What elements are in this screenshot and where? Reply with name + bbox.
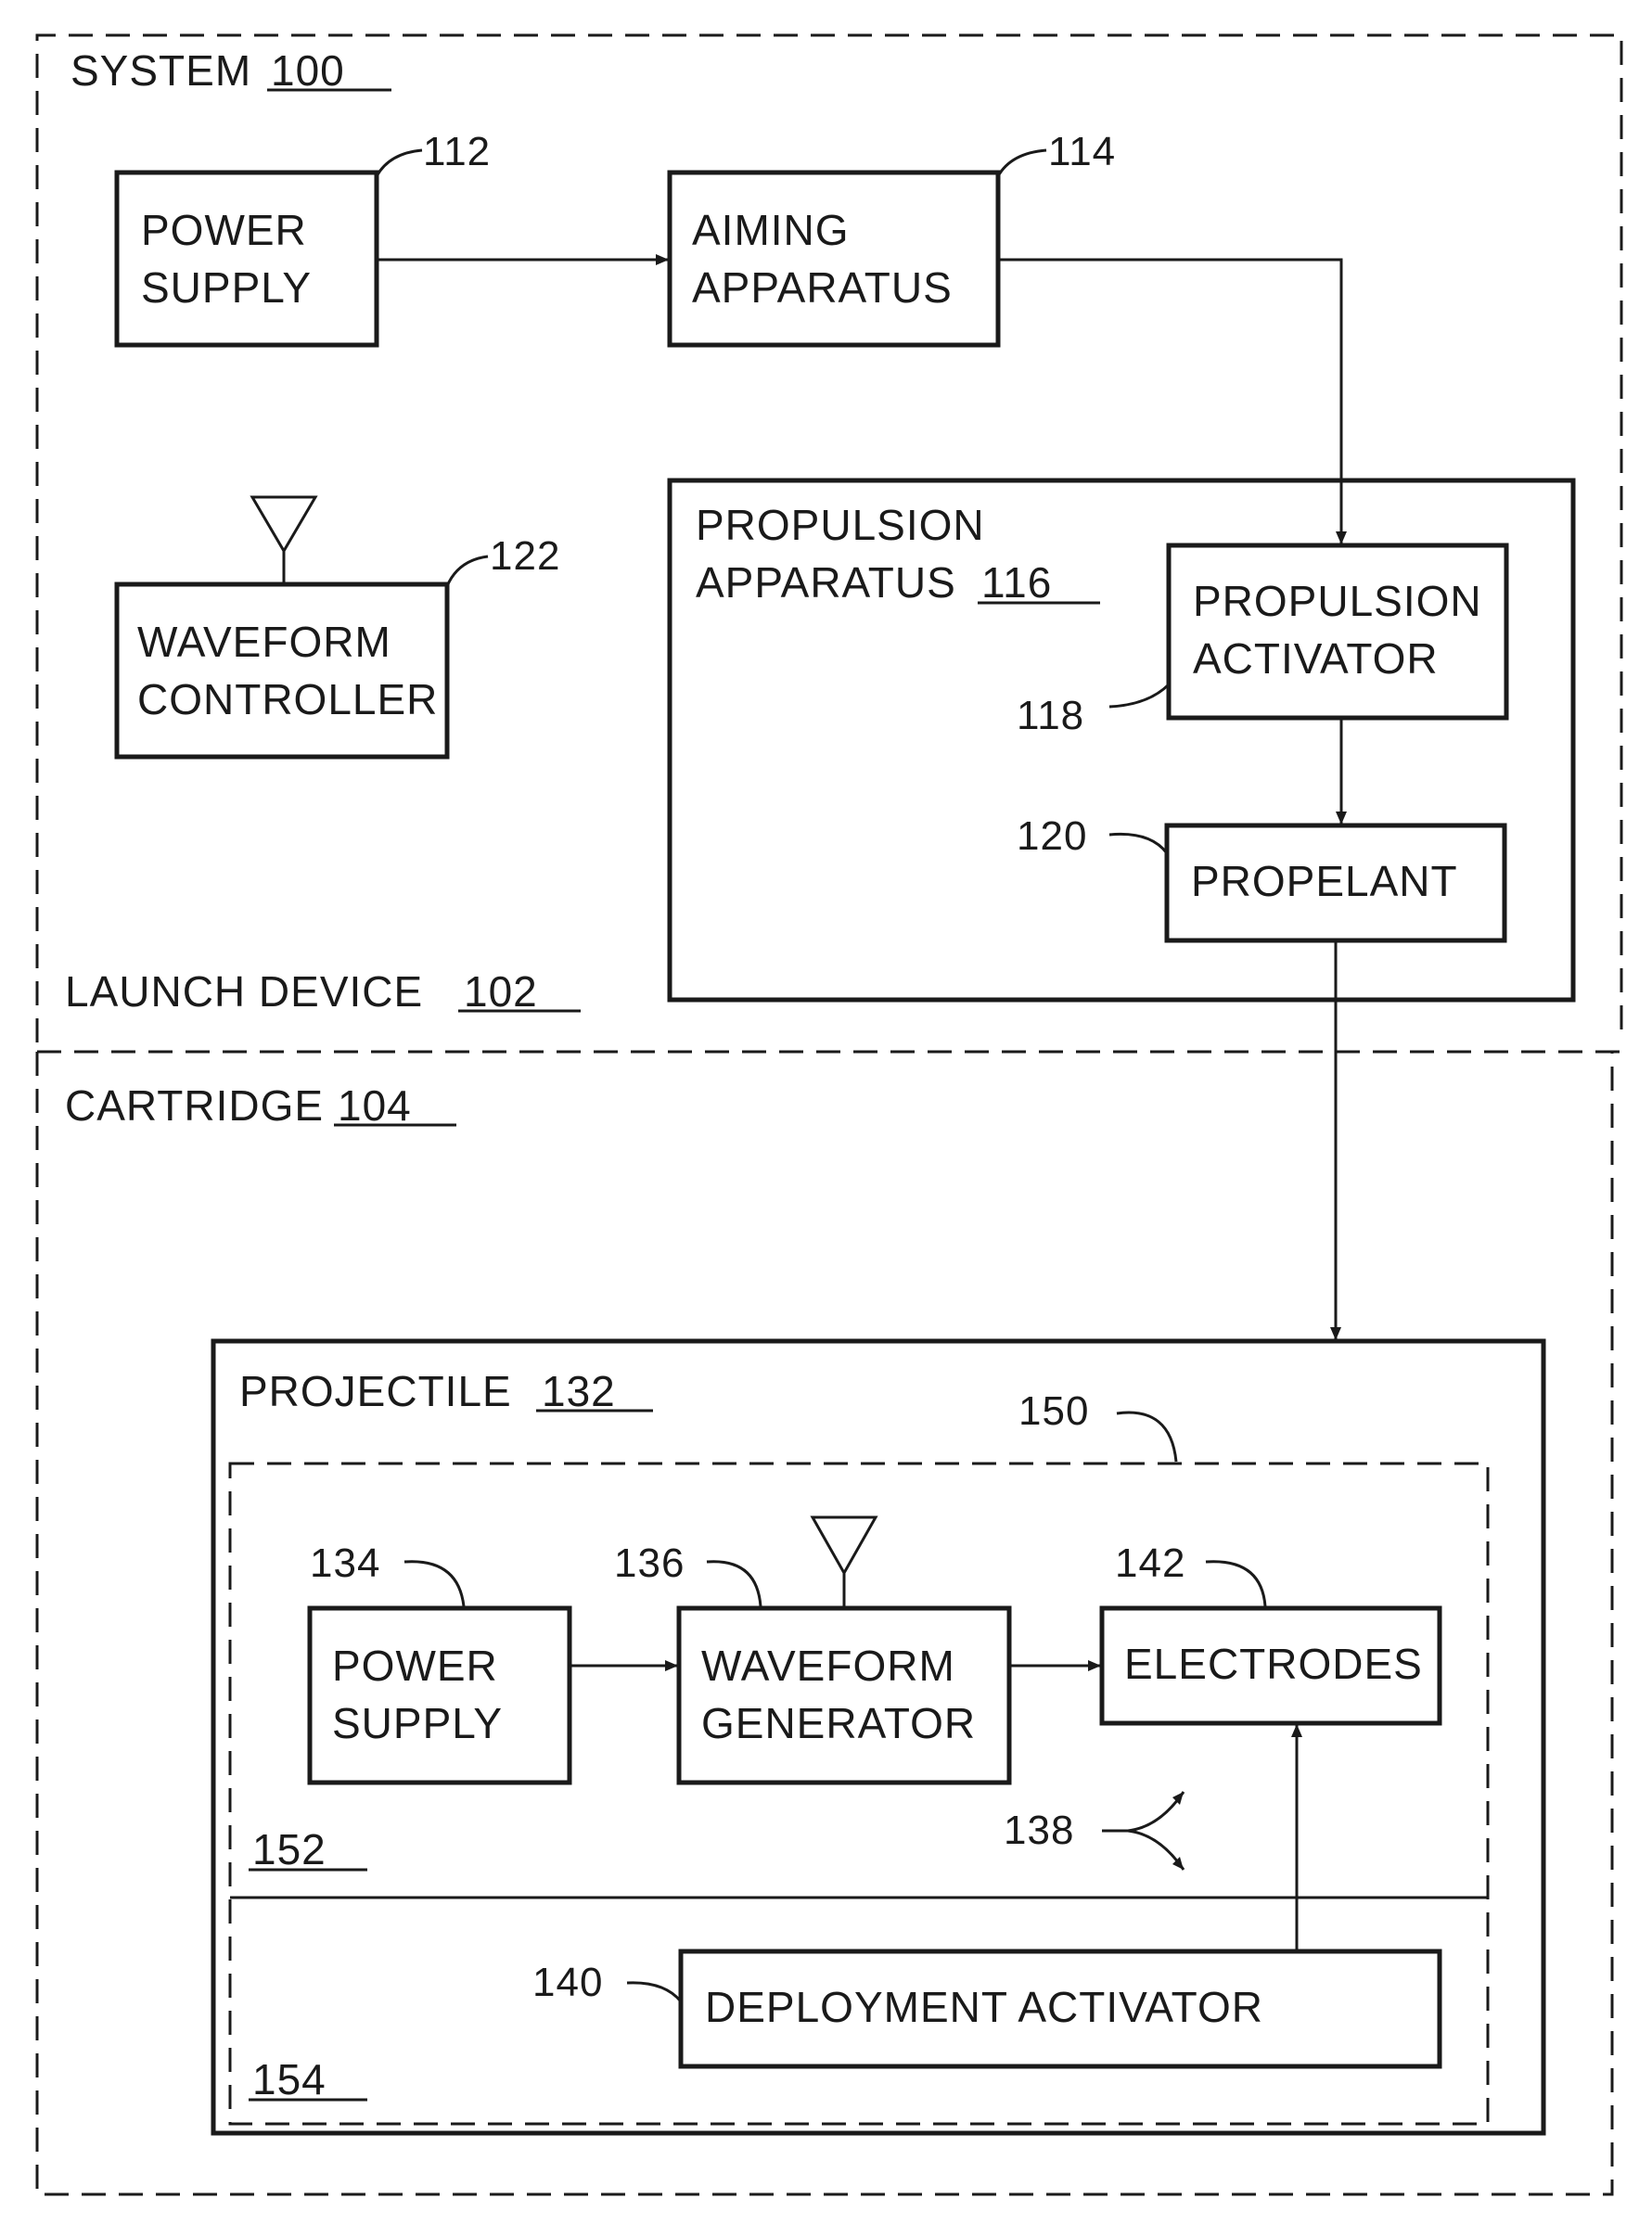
arrow-aiming-to-activator [998,260,1341,543]
power-supply-projectile-ref: 134 [310,1540,380,1586]
power-supply-launch-line2: SUPPLY [141,263,312,312]
power-supply-projectile-line1: POWER [332,1642,498,1690]
waveform-controller-line2: CONTROLLER [137,675,438,723]
leader-136 [707,1562,761,1606]
projectile-ref: 132 [542,1367,616,1415]
waveform-generator-line2: GENERATOR [701,1699,976,1747]
waveform-generator-block: WAVEFORM GENERATOR [679,1608,1009,1783]
waveform-generator-line1: WAVEFORM [701,1642,955,1690]
power-supply-launch-ref: 112 [423,129,491,174]
system-ref: 100 [271,46,345,95]
propulsion-activator-ref: 118 [1017,693,1084,738]
leader-112 [377,150,422,176]
aiming-apparatus-ref: 114 [1048,129,1116,174]
deployment-activator-block: DEPLOYMENT ACTIVATOR [681,1951,1440,2066]
aiming-apparatus-line2: APPARATUS [692,263,953,312]
propulsion-apparatus-ref: 116 [981,558,1052,607]
waveform-controller-block: WAVEFORM CONTROLLER [117,584,447,757]
antenna-icon [252,497,315,584]
leader-120 [1109,834,1167,853]
power-supply-projectile-block: POWER SUPPLY [310,1608,570,1783]
system-label: SYSTEM [70,46,251,95]
propulsion-activator-block: PROPULSION ACTIVATOR [1169,545,1506,718]
waveform-generator-ref: 136 [614,1540,685,1586]
leader-114 [998,150,1046,176]
target-ref: 138 [1004,1808,1074,1853]
region-150-ref: 150 [1018,1388,1089,1434]
aiming-apparatus-line1: AIMING [692,206,850,254]
propulsion-activator-line2: ACTIVATOR [1193,634,1439,683]
propelant-block: PROPELANT [1167,825,1505,940]
electrodes-block: ELECTRODES [1102,1608,1440,1723]
leader-118 [1109,684,1169,707]
propelant-label: PROPELANT [1191,857,1458,905]
propulsion-activator-line1: PROPULSION [1193,577,1482,625]
antenna-icon [813,1517,876,1608]
waveform-controller-ref: 122 [490,533,560,579]
propulsion-apparatus-line2: APPARATUS [696,558,956,607]
aiming-apparatus-block: AIMING APPARATUS [670,173,998,345]
deployment-activator-ref: 140 [532,1960,603,2005]
region-152-ref: 152 [252,1825,327,1873]
leader-142 [1206,1562,1265,1606]
cartridge-ref: 104 [338,1081,412,1130]
leader-134 [404,1562,464,1606]
projectile-label: PROJECTILE [239,1367,512,1415]
launch-device-ref: 102 [464,967,538,1016]
power-supply-projectile-line2: SUPPLY [332,1699,503,1747]
deployment-activator-label: DEPLOYMENT ACTIVATOR [705,1983,1263,2031]
target-arrow-icon [1102,1792,1184,1870]
leader-122 [447,556,488,586]
cartridge-label: CARTRIDGE [65,1081,324,1130]
propelant-ref: 120 [1017,813,1087,859]
electrodes-ref: 142 [1115,1540,1185,1586]
region-154-ref: 154 [252,2055,327,2103]
waveform-controller-line1: WAVEFORM [137,618,391,666]
power-supply-launch-block: POWER SUPPLY [117,173,377,345]
power-supply-launch-line1: POWER [141,206,307,254]
leader-140 [627,1983,681,2001]
propulsion-apparatus-line1: PROPULSION [696,501,985,549]
launch-device-label: LAUNCH DEVICE [65,967,423,1016]
propulsion-apparatus-block: PROPULSION APPARATUS 116 [670,480,1573,1000]
electrodes-label: ELECTRODES [1124,1640,1423,1688]
leader-150 [1117,1413,1176,1462]
